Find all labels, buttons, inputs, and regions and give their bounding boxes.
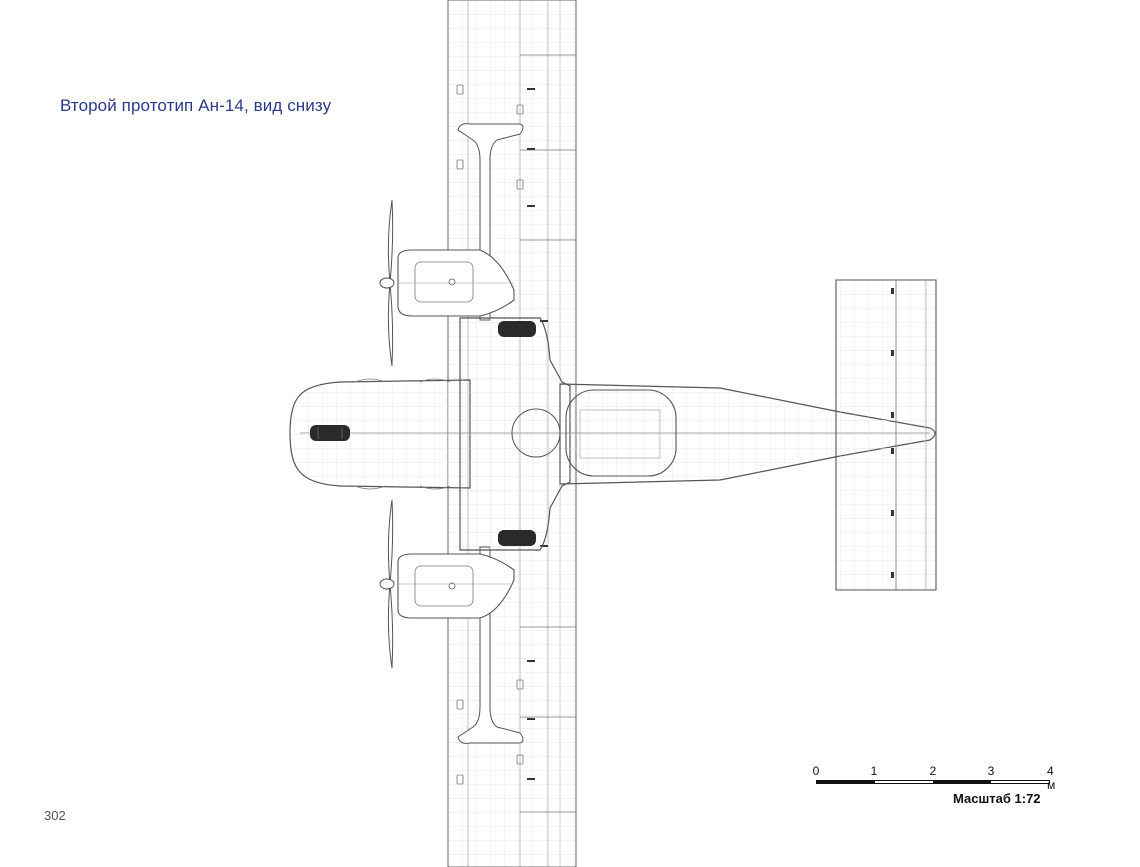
page-number: 302: [44, 808, 66, 823]
scale-bar: 0 1 2 3 4 м Масштаб 1:72: [808, 764, 1068, 814]
fuselage: [289, 317, 936, 551]
scale-tick-0: 0: [812, 764, 820, 778]
drawing-caption: Второй прототип Ан-14, вид снизу: [60, 96, 332, 115]
engine-nacelle-upper: [397, 249, 515, 317]
scale-title: Масштаб 1:72: [953, 791, 1041, 806]
wing-struts: [457, 123, 524, 744]
nose-wheel: [310, 425, 350, 441]
propeller-upper: [379, 199, 395, 367]
propeller-lower: [379, 499, 395, 669]
main-wheels: [498, 321, 536, 546]
scale-bar-graphic: [816, 780, 1050, 784]
scale-tick-4: 4 м: [1047, 764, 1056, 792]
horizontal-tail: [835, 279, 937, 591]
scale-tick-1: 1: [870, 764, 878, 778]
engine-nacelle-lower: [397, 553, 515, 619]
scale-tick-2: 2: [929, 764, 937, 778]
scale-tick-3: 3: [987, 764, 995, 778]
